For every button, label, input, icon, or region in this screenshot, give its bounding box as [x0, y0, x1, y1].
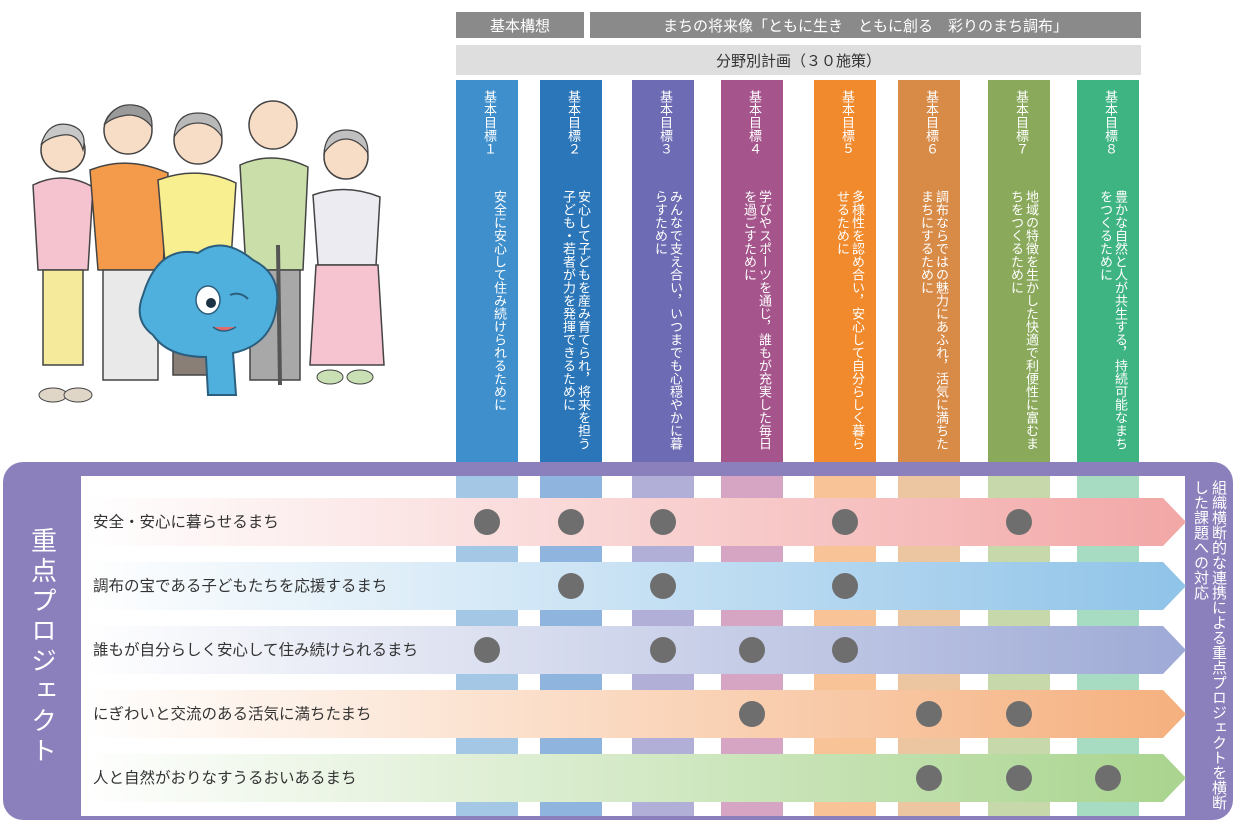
- goal-column-8: 基本目標８ 豊かな自然と人が共生する，持続可能なまちをつくるために: [1077, 80, 1139, 464]
- project-label: 誰もが自分らしく安心して住み続けられるまち: [93, 640, 419, 659]
- goal-link-dot: [739, 701, 765, 727]
- goal-label: 基本目標７: [1013, 90, 1028, 155]
- woman-pink-figure: [32, 123, 94, 403]
- goal-link-dot: [1006, 701, 1032, 727]
- goal-description: 安心して子どもを産み育てられ，将来を担う子ども・若者が力を発揮できるために: [560, 190, 590, 450]
- sector-plan-header: 分野別計画（３０施策）: [456, 45, 1141, 75]
- project-label: 人と自然がおりなすうるおいあるまち: [93, 768, 357, 787]
- project-label: 調布の宝である子どもたちを応援するまち: [93, 576, 388, 595]
- project-row-2: 調布の宝である子どもたちを応援するまち: [81, 562, 1187, 610]
- goal-column-3: 基本目標３ みんなで支え合い，いつまでも心穏やかに暮らすために: [632, 80, 694, 464]
- basic-concept-header: 基本構想: [456, 12, 584, 38]
- goal-description: 豊かな自然と人が共生する，持続可能なまちをつくるために: [1097, 190, 1127, 450]
- project-row-5: 人と自然がおりなすうるおいあるまち: [81, 754, 1187, 802]
- goal-link-dot: [474, 509, 500, 535]
- goal-link-dot: [832, 573, 858, 599]
- goal-link-dot: [558, 573, 584, 599]
- goal-link-dot: [832, 509, 858, 535]
- goal-description: 調布ならではの魅力にあふれ，活気に満ちたまちにするために: [918, 190, 948, 450]
- goal-link-dot: [916, 701, 942, 727]
- mascot-figure: [138, 244, 279, 396]
- people-illustration: [32, 100, 385, 403]
- goal-description: みんなで支え合い，いつまでも心穏やかに暮らすために: [652, 190, 682, 450]
- goal-description: 安全に安心して住み続けられるために: [491, 190, 506, 411]
- goal-link-dot: [558, 509, 584, 535]
- goal-column-5: 基本目標５ 多様性を認め合い，安心して自分らしく暮らせるために: [814, 80, 876, 464]
- goal-column-6: 基本目標６ 調布ならではの魅力にあふれ，活気に満ちたまちにするために: [898, 80, 960, 464]
- project-arrow-shape: [81, 754, 1186, 802]
- project-arrow-shape: [81, 498, 1186, 546]
- goal-link-dot: [474, 637, 500, 663]
- project-row-3: 誰もが自分らしく安心して住み続けられるまち: [81, 626, 1187, 674]
- goal-link-dot: [1095, 765, 1121, 791]
- goal-label: 基本目標２: [565, 90, 580, 155]
- project-label: にぎわいと交流のある活気に満ちたまち: [93, 704, 372, 723]
- goal-description: 地域の特徴を生かした快適で利便性に富むまちをつくるために: [1008, 190, 1038, 450]
- goal-link-dot: [650, 573, 676, 599]
- goal-label: 基本目標８: [1102, 90, 1117, 155]
- goal-link-dot: [832, 637, 858, 663]
- goal-link-dot: [1006, 765, 1032, 791]
- project-arrow-shape: [81, 626, 1186, 674]
- goal-column-4: 基本目標４ 学びやスポーツを通じ，誰もが充実した毎日を過ごすために: [721, 80, 783, 464]
- goal-link-dot: [650, 509, 676, 535]
- man-orange-figure: [89, 104, 169, 381]
- project-row-1: 安全・安心に暮らせるまち: [81, 498, 1187, 546]
- project-arrow: [81, 626, 1186, 674]
- vision-header: まちの将来像「ともに生き ともに創る 彩りのまち調布」: [590, 12, 1141, 38]
- project-arrow-shape: [81, 690, 1186, 738]
- goal-description: 多様性を認め合い，安心して自分らしく暮らせるために: [834, 190, 864, 450]
- goal-column-7: 基本目標７ 地域の特徴を生かした快適で利便性に富むまちをつくるために: [988, 80, 1050, 464]
- cross-organizational-label: 組織横断的な連携による重点プロジェクトを横断した課題への対応: [1192, 480, 1228, 810]
- goal-label: 基本目標５: [839, 90, 854, 155]
- goal-link-dot: [916, 765, 942, 791]
- goal-column-1: 基本目標１ 安全に安心して住み続けられるために: [456, 80, 518, 464]
- goal-label: 基本目標１: [481, 90, 496, 155]
- goal-label: 基本目標６: [923, 90, 938, 155]
- project-arrow: [81, 498, 1186, 546]
- project-label: 安全・安心に暮らせるまち: [93, 512, 279, 531]
- goal-link-dot: [739, 637, 765, 663]
- project-arrow: [81, 562, 1186, 610]
- project-arrow-shape: [81, 562, 1186, 610]
- project-row-4: にぎわいと交流のある活気に満ちたまち: [81, 690, 1187, 738]
- goal-label: 基本目標４: [746, 90, 761, 155]
- goal-link-dot: [650, 637, 676, 663]
- project-arrow: [81, 754, 1186, 802]
- goal-link-dot: [1006, 509, 1032, 535]
- priority-project-title: 重点プロジェクト: [26, 527, 57, 767]
- project-arrow: [81, 690, 1186, 738]
- woman-lavender-figure: [309, 129, 385, 385]
- goal-description: 学びやスポーツを通じ，誰もが充実した毎日を過ごすために: [741, 190, 771, 450]
- goal-label: 基本目標３: [657, 90, 672, 155]
- goal-column-2: 基本目標２ 安心して子どもを産み育てられ，将来を担う子ども・若者が力を発揮できるた…: [540, 80, 602, 464]
